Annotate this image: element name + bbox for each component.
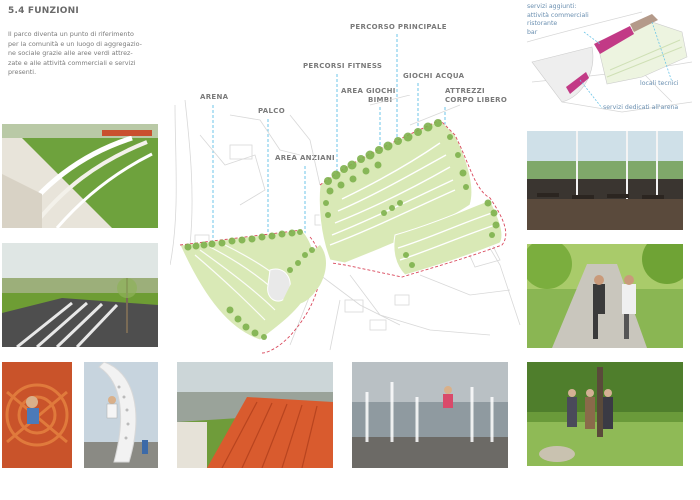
photo-elderly-walk xyxy=(527,362,683,466)
commercial-building xyxy=(594,26,634,54)
label-attrezzi-corpo-libero: ATTREZZI CORPO LIBERO xyxy=(445,87,507,105)
photo-climbing-wall xyxy=(84,362,158,468)
photo-fitness-path xyxy=(527,244,683,348)
label-area-giochi-bimbi: AREA GIOCHI BIMBI xyxy=(341,87,396,105)
photo-water-fountains xyxy=(352,362,508,468)
label-arena: ARENA xyxy=(200,93,229,101)
label-line: CORPO LIBERO xyxy=(445,96,508,104)
label-giochi-acqua: GIOCHI ACQUA xyxy=(403,72,465,80)
label-line: ATTREZZI xyxy=(445,87,485,95)
intro-line: presenti. xyxy=(8,68,37,77)
annotation-servizi-aggiunti: servizi aggiunti: attività commerciali r… xyxy=(527,3,589,37)
intro-line: ne sociale grazie alle aree verdi attrez… xyxy=(8,49,133,58)
photo-arena-seating xyxy=(2,243,158,347)
ann-line: servizi aggiunti: xyxy=(527,3,577,10)
annotation-servizi-arena: servizi dedicati all'arena xyxy=(603,104,679,111)
intro-text: Il parco diventa un punto di riferimento… xyxy=(8,30,158,78)
label-percorsi-fitness: PERCORSI FITNESS xyxy=(303,62,383,70)
services-inset-map xyxy=(526,11,693,113)
ann-line: bar xyxy=(527,28,538,36)
annotation-locali-tecnici: locali tecnici xyxy=(640,80,679,87)
label-percorso-principale: PERCORSO PRINCIPALE xyxy=(350,23,447,31)
photo-climbing-net xyxy=(2,362,72,468)
section-title: 5.4 FUNZIONI xyxy=(8,6,79,16)
ann-line: ristorante xyxy=(527,20,558,27)
intro-line: Il parco diventa un punto di riferimento xyxy=(8,30,134,38)
photo-arena-amphitheatre xyxy=(2,124,158,228)
intro-line: per la comunità e un luogo di aggregazio… xyxy=(8,39,142,48)
label-area-anziani: AREA ANZIANI xyxy=(275,154,335,162)
label-palco: PALCO xyxy=(258,107,285,115)
intro-line: zate e alle attività commerciali e servi… xyxy=(8,58,136,67)
park-master-plan xyxy=(170,95,521,354)
photo-restaurant xyxy=(527,131,683,230)
label-line: AREA GIOCHI xyxy=(341,87,396,95)
zone-area-anziani xyxy=(283,245,326,305)
label-line: BIMBI xyxy=(368,96,393,104)
arena-services-building xyxy=(566,72,589,94)
photo-fitness-equipment xyxy=(177,362,333,468)
ann-line: attività commerciali xyxy=(527,11,589,19)
